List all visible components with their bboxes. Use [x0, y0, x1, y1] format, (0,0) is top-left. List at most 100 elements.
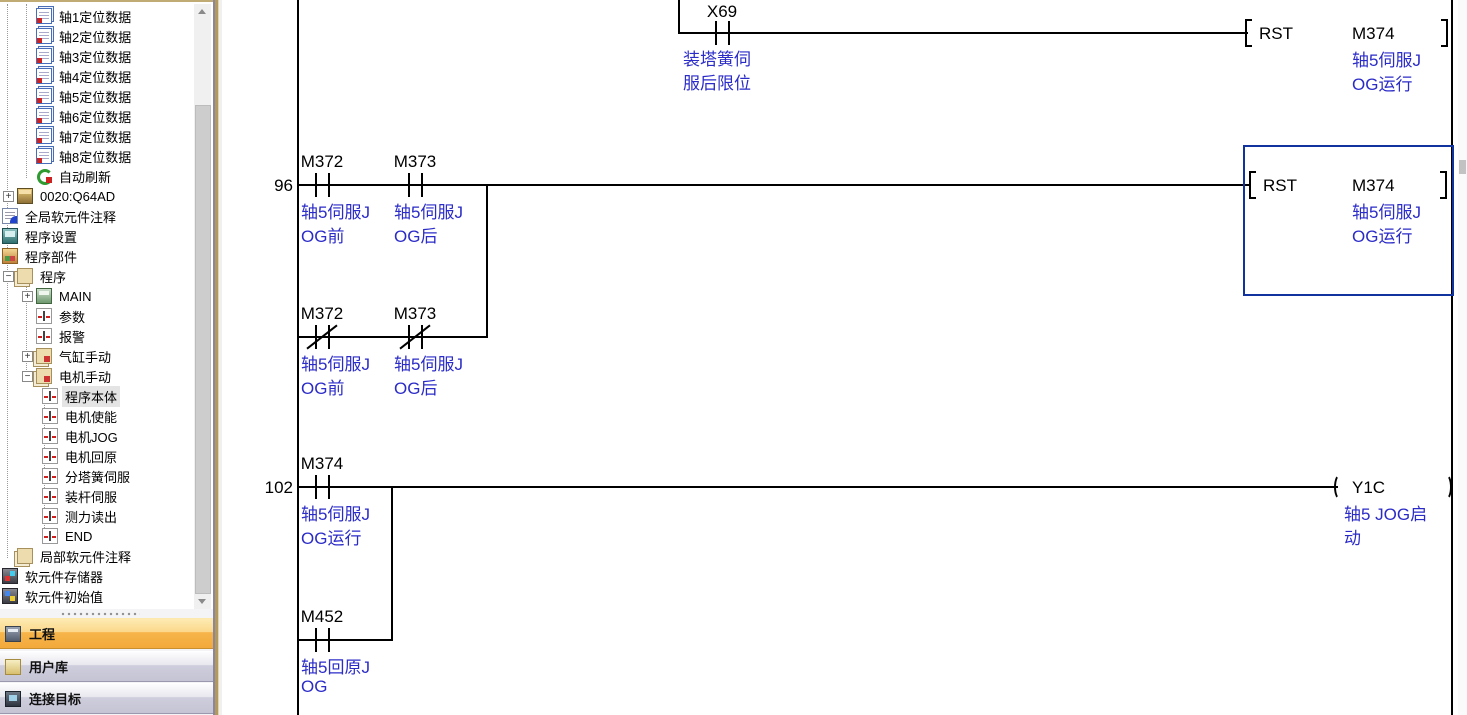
wire-horizontal: [678, 32, 1248, 34]
device-comment: OG后: [394, 227, 438, 246]
device-comment: OG前: [301, 379, 345, 398]
tree-item[interactable]: 测力读出: [0, 506, 194, 526]
wire-branch-vertical: [391, 486, 393, 641]
panel-splitter[interactable]: [213, 0, 222, 715]
splitter-grip[interactable]: [60, 612, 140, 616]
tree-item[interactable]: 轴5定位数据: [0, 86, 194, 106]
tree-item[interactable]: 全局软元件注释: [0, 206, 194, 226]
device-comment: 轴5伺服J: [301, 203, 370, 222]
tree-item[interactable]: − 电机手动: [0, 366, 194, 386]
scrollbar-thumb[interactable]: [195, 105, 211, 594]
contact-pole: [315, 628, 317, 652]
tree-item[interactable]: 分塔簧伺服: [0, 466, 194, 486]
collapse-minus-icon[interactable]: −: [22, 370, 33, 382]
scroll-down-button[interactable]: [194, 594, 211, 609]
contact-pole: [328, 628, 330, 652]
device-label: M373: [393, 152, 437, 171]
tree-item[interactable]: 电机回原: [0, 446, 194, 466]
tree-item[interactable]: 轴6定位数据: [0, 106, 194, 126]
module-icon: [17, 188, 33, 204]
tree-item[interactable]: 自动刷新: [0, 166, 194, 186]
ladder-icon: [42, 528, 58, 544]
tree-item[interactable]: 程序本体: [0, 385, 194, 407]
nav-project-label: 工程: [29, 627, 56, 642]
nav-connection-destination-button[interactable]: 连接目标: [0, 683, 213, 714]
posdata-icon: [36, 8, 52, 24]
tree-item[interactable]: 局部软元件注释: [0, 546, 194, 566]
device-label: Y1C: [1352, 478, 1386, 497]
tree-item[interactable]: +0020:Q64AD: [0, 186, 194, 206]
nav-user-library-button[interactable]: 用户库: [0, 651, 213, 682]
contact-pole: [315, 475, 317, 499]
tree-item-label: 电机JOG: [65, 429, 118, 445]
device-label: M452: [300, 607, 344, 626]
tree-item[interactable]: 程序设置: [0, 226, 194, 246]
tree-item-label: 软元件存储器: [25, 569, 104, 585]
tree-item[interactable]: END: [0, 526, 194, 546]
instruction-left-bracket: [1249, 171, 1256, 199]
tree-item[interactable]: 轴4定位数据: [0, 66, 194, 86]
tree-item-label: 电机手动: [59, 369, 112, 385]
expand-plus-icon[interactable]: +: [22, 350, 33, 362]
contact-pole: [328, 475, 330, 499]
tree-item[interactable]: 电机JOG: [0, 426, 194, 446]
pou-icon: [2, 248, 18, 264]
tree-item[interactable]: 软元件初始值: [0, 586, 194, 606]
ladder-icon: [42, 388, 58, 404]
wire-branch-horizontal: [297, 639, 393, 641]
right-power-rail: [1451, 0, 1453, 715]
tree-item[interactable]: 软元件存储器: [0, 566, 194, 586]
nav-user-library-label: 用户库: [29, 660, 69, 675]
tree-item-label: 轴4定位数据: [59, 69, 132, 85]
tree-item[interactable]: 报警: [0, 326, 194, 346]
tree-item[interactable]: 轴3定位数据: [0, 46, 194, 66]
posdata-icon: [36, 108, 52, 124]
tree-scrollbar[interactable]: [194, 4, 211, 609]
tree-item-label: 轴2定位数据: [59, 29, 132, 45]
device-comment: OG运行: [1352, 227, 1413, 246]
tree-item[interactable]: + MAIN: [0, 286, 194, 306]
tree-item-label: 0020:Q64AD: [40, 188, 116, 204]
selection-cursor[interactable]: [1243, 145, 1454, 296]
tree-item[interactable]: 参数: [0, 306, 194, 326]
tree-item[interactable]: 轴2定位数据: [0, 26, 194, 46]
tree-item[interactable]: −程序: [0, 266, 194, 286]
ladder-icon: [42, 428, 58, 444]
ladder-icon: [42, 508, 58, 524]
tree-item-label: 测力读出: [65, 509, 118, 525]
expand-plus-icon[interactable]: +: [22, 290, 33, 302]
contact-pole: [315, 325, 317, 349]
project-tree: 轴1定位数据轴2定位数据轴3定位数据轴4定位数据轴5定位数据轴6定位数据轴7定位…: [0, 4, 194, 609]
tree-item-label: 轴7定位数据: [59, 129, 132, 145]
project-tree-panel: 轴1定位数据轴2定位数据轴3定位数据轴4定位数据轴5定位数据轴6定位数据轴7定位…: [0, 0, 213, 715]
program-folder-icon: [17, 548, 33, 564]
posdata-icon: [36, 88, 52, 104]
tree-item[interactable]: 程序部件: [0, 246, 194, 266]
tree-item[interactable]: +气缸手动: [0, 346, 194, 366]
global-comment-icon: [2, 208, 18, 224]
tree-item-label: MAIN: [59, 288, 92, 304]
tree-item[interactable]: 轴1定位数据: [0, 6, 194, 26]
ladder-scrollbar[interactable]: [1458, 0, 1467, 715]
device-comment: OG前: [301, 227, 345, 246]
tree-item[interactable]: 电机使能: [0, 406, 194, 426]
coil-left-arc: [1334, 474, 1346, 500]
collapse-minus-icon[interactable]: −: [3, 270, 14, 282]
expand-plus-icon[interactable]: +: [3, 190, 14, 202]
scroll-up-button[interactable]: [194, 4, 211, 19]
tree-item[interactable]: 轴7定位数据: [0, 126, 194, 146]
device-comment: OG: [301, 677, 328, 696]
tree-item[interactable]: 装杆伺服: [0, 486, 194, 506]
tree-item[interactable]: 轴8定位数据: [0, 146, 194, 166]
subfolder-icon: [36, 348, 52, 364]
project-icon: [5, 625, 21, 642]
screen-icon: [36, 288, 52, 304]
nav-project-button[interactable]: 工程: [0, 618, 213, 649]
ladder-scrollbar-thumb[interactable]: [1459, 160, 1466, 174]
tree-item-label: END: [65, 528, 93, 544]
tree-item-label: 报警: [59, 329, 86, 345]
device-comment: 轴5 JOG启: [1344, 505, 1428, 524]
tree-item-label: 电机回原: [65, 449, 118, 465]
devinit-icon: [2, 588, 18, 604]
wire-branch-horizontal: [297, 336, 488, 338]
